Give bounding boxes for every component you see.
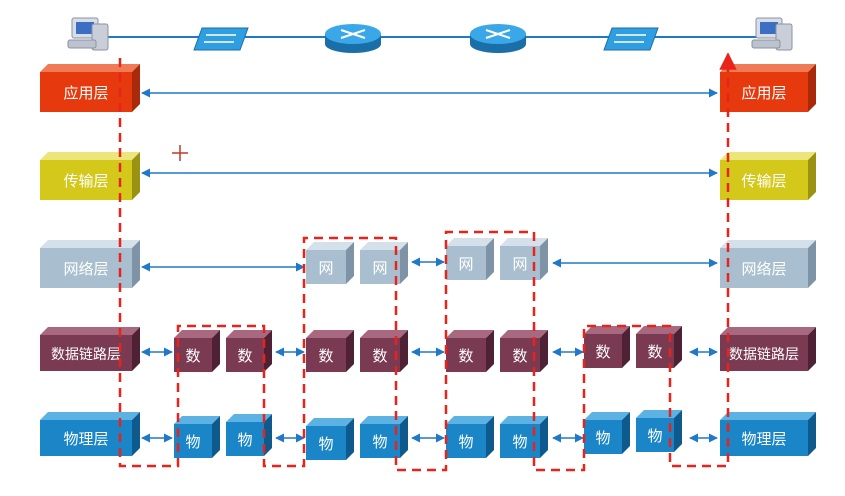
switch1-datalink-b: 数 bbox=[226, 330, 272, 372]
unit-datalink-label: 数 bbox=[595, 343, 610, 361]
unit-datalink-label: 数 bbox=[512, 347, 527, 365]
data-flow-dashed-path bbox=[118, 52, 737, 472]
layer-network-right: 网络层 bbox=[720, 240, 816, 288]
switch1-datalink-a: 数 bbox=[174, 330, 220, 372]
layer-label-transport-right: 传输层 bbox=[741, 172, 786, 190]
layer-label-network-left: 网络层 bbox=[63, 260, 108, 278]
unit-network-label: 网 bbox=[512, 255, 527, 273]
unit-physical-label: 物 bbox=[237, 431, 252, 449]
layer-label-physical-right: 物理层 bbox=[741, 430, 786, 448]
layer-transport-left: 传输层 bbox=[40, 152, 140, 200]
unit-datalink-label: 数 bbox=[237, 347, 252, 365]
crosshair-cursor-icon bbox=[172, 145, 188, 161]
layer-label-physical-left: 物理层 bbox=[63, 430, 108, 448]
layer-physical-left: 物理层 bbox=[40, 412, 140, 456]
layer-application-right: 应用层 bbox=[720, 64, 816, 112]
layer-datalink-left: 数据链路层 bbox=[40, 327, 140, 371]
unit-network-label: 网 bbox=[318, 259, 333, 277]
layer-label-datalink-left: 数据链路层 bbox=[51, 347, 121, 363]
unit-physical-label: 物 bbox=[595, 429, 610, 447]
unit-physical-label: 物 bbox=[458, 433, 473, 451]
unit-datalink-label: 数 bbox=[372, 347, 387, 365]
layer-transport-right: 传输层 bbox=[720, 152, 816, 200]
router1-physical-a: 物 bbox=[306, 418, 354, 460]
layer-physical-right: 物理层 bbox=[720, 412, 816, 456]
layer-datalink-right: 数据链路层 bbox=[720, 327, 816, 371]
switch2-datalink-a: 数 bbox=[584, 326, 630, 368]
router2-physical-a: 物 bbox=[446, 416, 494, 458]
unit-physical-label: 物 bbox=[372, 433, 387, 451]
switch2-physical-b: 物 bbox=[636, 410, 682, 452]
unit-physical-label: 物 bbox=[512, 433, 527, 451]
router1-network-a: 网 bbox=[306, 242, 354, 284]
router1-datalink-b: 数 bbox=[360, 330, 408, 372]
layer-label-application-right: 应用层 bbox=[741, 84, 786, 102]
unit-datalink-label: 数 bbox=[318, 347, 333, 365]
router1-network-b: 网 bbox=[360, 242, 408, 284]
switch-left-icon bbox=[193, 27, 249, 51]
host-left-icon bbox=[67, 17, 109, 51]
layer-network-left: 网络层 bbox=[40, 240, 140, 288]
layer-application-left: 应用层 bbox=[40, 64, 140, 112]
layer-label-application-left: 应用层 bbox=[63, 84, 108, 102]
unit-network-label: 网 bbox=[458, 255, 473, 273]
unit-datalink-label: 数 bbox=[185, 347, 200, 365]
switch1-physical-b: 物 bbox=[226, 414, 272, 456]
unit-physical-label: 物 bbox=[318, 435, 333, 453]
switch2-datalink-b: 数 bbox=[636, 326, 682, 368]
router-left-icon bbox=[325, 24, 381, 53]
router2-network-a: 网 bbox=[446, 238, 494, 280]
host-right-icon bbox=[751, 17, 793, 51]
router-right-icon bbox=[470, 24, 526, 53]
router2-physical-b: 物 bbox=[500, 416, 548, 458]
unit-datalink-label: 数 bbox=[458, 347, 473, 365]
switch-right-icon bbox=[603, 27, 659, 51]
layer-label-network-right: 网络层 bbox=[741, 260, 786, 278]
peer-arrows bbox=[141, 88, 718, 443]
switch2-physical-a: 物 bbox=[584, 412, 630, 454]
router2-datalink-b: 数 bbox=[500, 330, 548, 372]
layer-label-transport-left: 传输层 bbox=[63, 172, 108, 190]
unit-network-label: 网 bbox=[372, 259, 387, 277]
unit-physical-label: 物 bbox=[185, 433, 200, 451]
switch1-physical-a: 物 bbox=[174, 416, 220, 458]
router2-datalink-a: 数 bbox=[446, 330, 494, 372]
router2-network-b: 网 bbox=[500, 238, 548, 280]
router1-physical-b: 物 bbox=[360, 416, 408, 458]
router1-datalink-a: 数 bbox=[306, 330, 354, 372]
layer-label-datalink-right: 数据链路层 bbox=[729, 347, 799, 363]
unit-datalink-label: 数 bbox=[647, 343, 662, 361]
unit-physical-label: 物 bbox=[647, 427, 662, 445]
